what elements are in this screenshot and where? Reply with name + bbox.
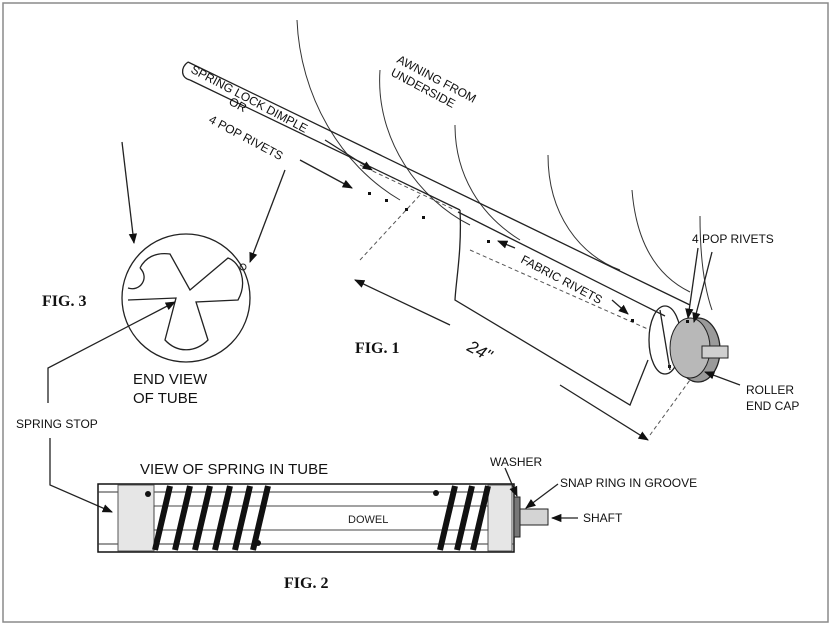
end-plug	[487, 484, 513, 552]
pop-rivets-arrow	[299, 159, 353, 189]
extension-line-right	[649, 379, 691, 436]
awning-fabric-curves	[296, 19, 713, 311]
spring-lock-arrow	[324, 139, 373, 171]
pop-rivets-arrow-2	[692, 251, 713, 324]
end-view-label: END VIEW	[133, 371, 208, 388]
spring-stop-shape	[127, 252, 244, 351]
tube-end-circle	[121, 233, 251, 363]
tube-bottom-edge	[189, 79, 461, 211]
dowel-label: DOWEL	[348, 514, 388, 526]
roller-end-cap-arrow	[704, 371, 741, 386]
roller-shaft	[701, 345, 729, 359]
fig2-label: FIG. 2	[284, 575, 328, 592]
fig1-label: FIG. 1	[355, 340, 399, 357]
dimension-arrow-left	[354, 279, 451, 326]
washer-arrow	[504, 467, 518, 497]
spring-stop-leader-bottom	[49, 438, 113, 513]
spring-lock-dimples	[368, 192, 425, 219]
spring-stop-leader-top	[47, 301, 176, 403]
awning-fabric-sheet	[454, 209, 649, 406]
fabric-rivet-dots	[487, 240, 634, 322]
spring-coils-left	[152, 485, 271, 551]
pop-rivets-arrow-1	[685, 247, 699, 320]
fig3-arrow-right	[249, 169, 286, 263]
fig3-label: FIG. 3	[42, 293, 86, 310]
tube-left-end	[181, 61, 191, 81]
fabric-rivets-arrow-left	[497, 240, 516, 249]
dowel	[153, 505, 489, 531]
fabric-rivets-arrow-right	[611, 299, 629, 315]
shaft-label: SHAFT	[583, 511, 623, 525]
roller-label: ROLLER	[746, 383, 794, 397]
fig3-arrow-left	[121, 141, 138, 245]
extension-line-left	[359, 194, 421, 261]
fig1-roller-assembly: SPRING LOCK DIMPLE OR 4 POP RIVETS AWNIN…	[181, 19, 799, 441]
tube-lower-edge	[457, 211, 666, 317]
dimple-hidden-line	[359, 164, 456, 211]
tube-top-edge	[187, 61, 691, 306]
spring-coils-right	[437, 485, 491, 551]
fabric-hidden-line	[469, 249, 651, 331]
washer	[513, 496, 521, 538]
spring-stop-label: SPRING STOP	[16, 417, 98, 431]
snap-ring-label: SNAP RING IN GROOVE	[560, 476, 697, 490]
shaft	[519, 508, 549, 526]
view-spring-label: VIEW OF SPRING IN TUBE	[140, 461, 328, 478]
fig3-end-view: END VIEW OF TUBE FIG. 3 SPRING STOP	[16, 141, 286, 513]
fig2-spring-in-tube: VIEW OF SPRING IN TUBE DOWEL	[97, 455, 697, 592]
of-tube-label: OF TUBE	[133, 390, 198, 407]
end-cap-label: END CAP	[746, 399, 799, 413]
snap-ring-arrow	[525, 483, 559, 509]
dimension-label: 24"	[463, 336, 496, 365]
pop-rivets-label: 4 POP RIVETS	[692, 232, 774, 246]
dimension-arrow-right	[559, 384, 649, 441]
washer-label: WASHER	[490, 455, 543, 469]
